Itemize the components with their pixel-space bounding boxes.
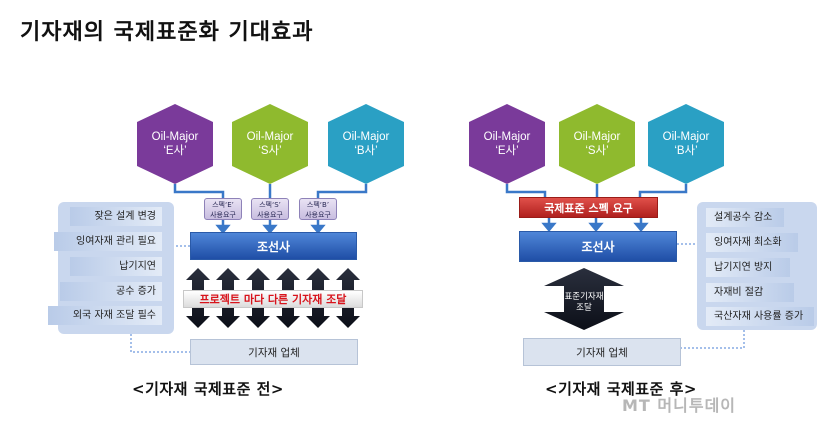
oil-major-b-label-before: Oil-Major ‘B사’	[326, 130, 406, 158]
page-title: 기자재의 국제표준화 기대효과	[20, 20, 314, 45]
watermark-logo: MT 머니투데이	[622, 396, 737, 415]
hex-label-line2: ‘S사’	[258, 145, 282, 157]
benefit-item: 국산자재 사용률 증가	[706, 307, 814, 326]
oil-major-b-label-after: Oil-Major ‘B사’	[646, 130, 726, 158]
benefit-item: 자재비 절감	[706, 283, 794, 302]
hex-label-line2: ‘S사’	[585, 145, 609, 157]
problem-item: 외국 자재 조달 필수	[48, 306, 162, 325]
procurement-line1: 표준기자재	[564, 292, 604, 302]
spec-box-s: 스펙‘S’ 사용요구	[251, 198, 289, 220]
hex-label-line1: Oil-Major	[483, 131, 531, 143]
hexagon-s-before	[232, 104, 308, 184]
vendor-box-after: 기자재 업체	[523, 338, 681, 366]
vendor-box-before: 기자재 업체	[190, 339, 358, 365]
caption-after: <기자재 국제표준 후>	[545, 380, 697, 398]
benefit-item: 설계공수 감소	[706, 208, 784, 227]
spec-label-line2: 사용요구	[305, 211, 331, 219]
hex-label-line1: Oil-Major	[342, 131, 390, 143]
spec-label-line2: 사용요구	[257, 211, 283, 219]
hex-label-line2: ‘B사’	[674, 145, 698, 157]
hexagon-e-after	[469, 104, 545, 184]
caption-before: <기자재 국제표준 전>	[132, 380, 284, 398]
spec-arrows-after	[541, 218, 649, 232]
problem-item: 공수 증가	[60, 282, 162, 301]
spec-label-line2: 사용요구	[210, 211, 236, 219]
hexagon-s-after	[559, 104, 635, 184]
hex-label-line1: Oil-Major	[246, 131, 294, 143]
hex-label-line1: Oil-Major	[573, 131, 621, 143]
spec-label-line1: 스펙‘E’	[212, 201, 234, 209]
hex-label-line2: ‘B사’	[354, 145, 378, 157]
hexagon-b-before	[328, 104, 404, 184]
hex-label-line1: Oil-Major	[662, 131, 710, 143]
oil-major-s-label-before: Oil-Major ‘S사’	[230, 130, 310, 158]
hex-label-line1: Oil-Major	[151, 131, 199, 143]
problem-item: 잉여자재 관리 필요	[54, 232, 162, 251]
different-procurement-banner: 프로젝트 마다 다른 기자재 조달	[183, 290, 363, 308]
standard-procurement-label: 표준기자재 조달	[560, 292, 608, 314]
hexagon-b-after	[648, 104, 724, 184]
spec-label-line1: 스펙‘B’	[306, 201, 330, 209]
hex-label-line2: ‘E사’	[163, 145, 187, 157]
procurement-line2: 조달	[576, 303, 592, 313]
hexagon-e-before	[137, 104, 213, 184]
dotted-links-after	[677, 243, 745, 349]
spec-label-line1: 스펙‘S’	[259, 201, 281, 209]
problem-item: 납기지연	[70, 257, 162, 276]
oil-major-e-label-before: Oil-Major ‘E사’	[135, 130, 215, 158]
hex-label-line2: ‘E사’	[495, 145, 519, 157]
big-double-arrow-after	[544, 268, 624, 330]
connectors-before	[173, 184, 368, 198]
oil-major-e-label-after: Oil-Major ‘E사’	[467, 130, 547, 158]
connectors-after	[505, 184, 688, 197]
oil-major-s-label-after: Oil-Major ‘S사’	[557, 130, 637, 158]
benefit-item: 잉여자재 최소화	[706, 233, 798, 252]
shipbuilder-box-before: 조선사	[190, 232, 357, 260]
spec-box-e: 스펙‘E’ 사용요구	[204, 198, 242, 220]
spec-arrows-before	[215, 220, 326, 234]
problem-item: 잦은 설계 변경	[70, 207, 162, 226]
dotted-links-before	[130, 245, 190, 353]
benefit-item: 납기지연 방지	[706, 258, 790, 277]
shipbuilder-box-after: 조선사	[519, 231, 677, 262]
spec-box-b: 스펙‘B’ 사용요구	[299, 198, 337, 220]
intl-standard-spec-banner: 국제표준 스펙 요구	[519, 197, 658, 218]
